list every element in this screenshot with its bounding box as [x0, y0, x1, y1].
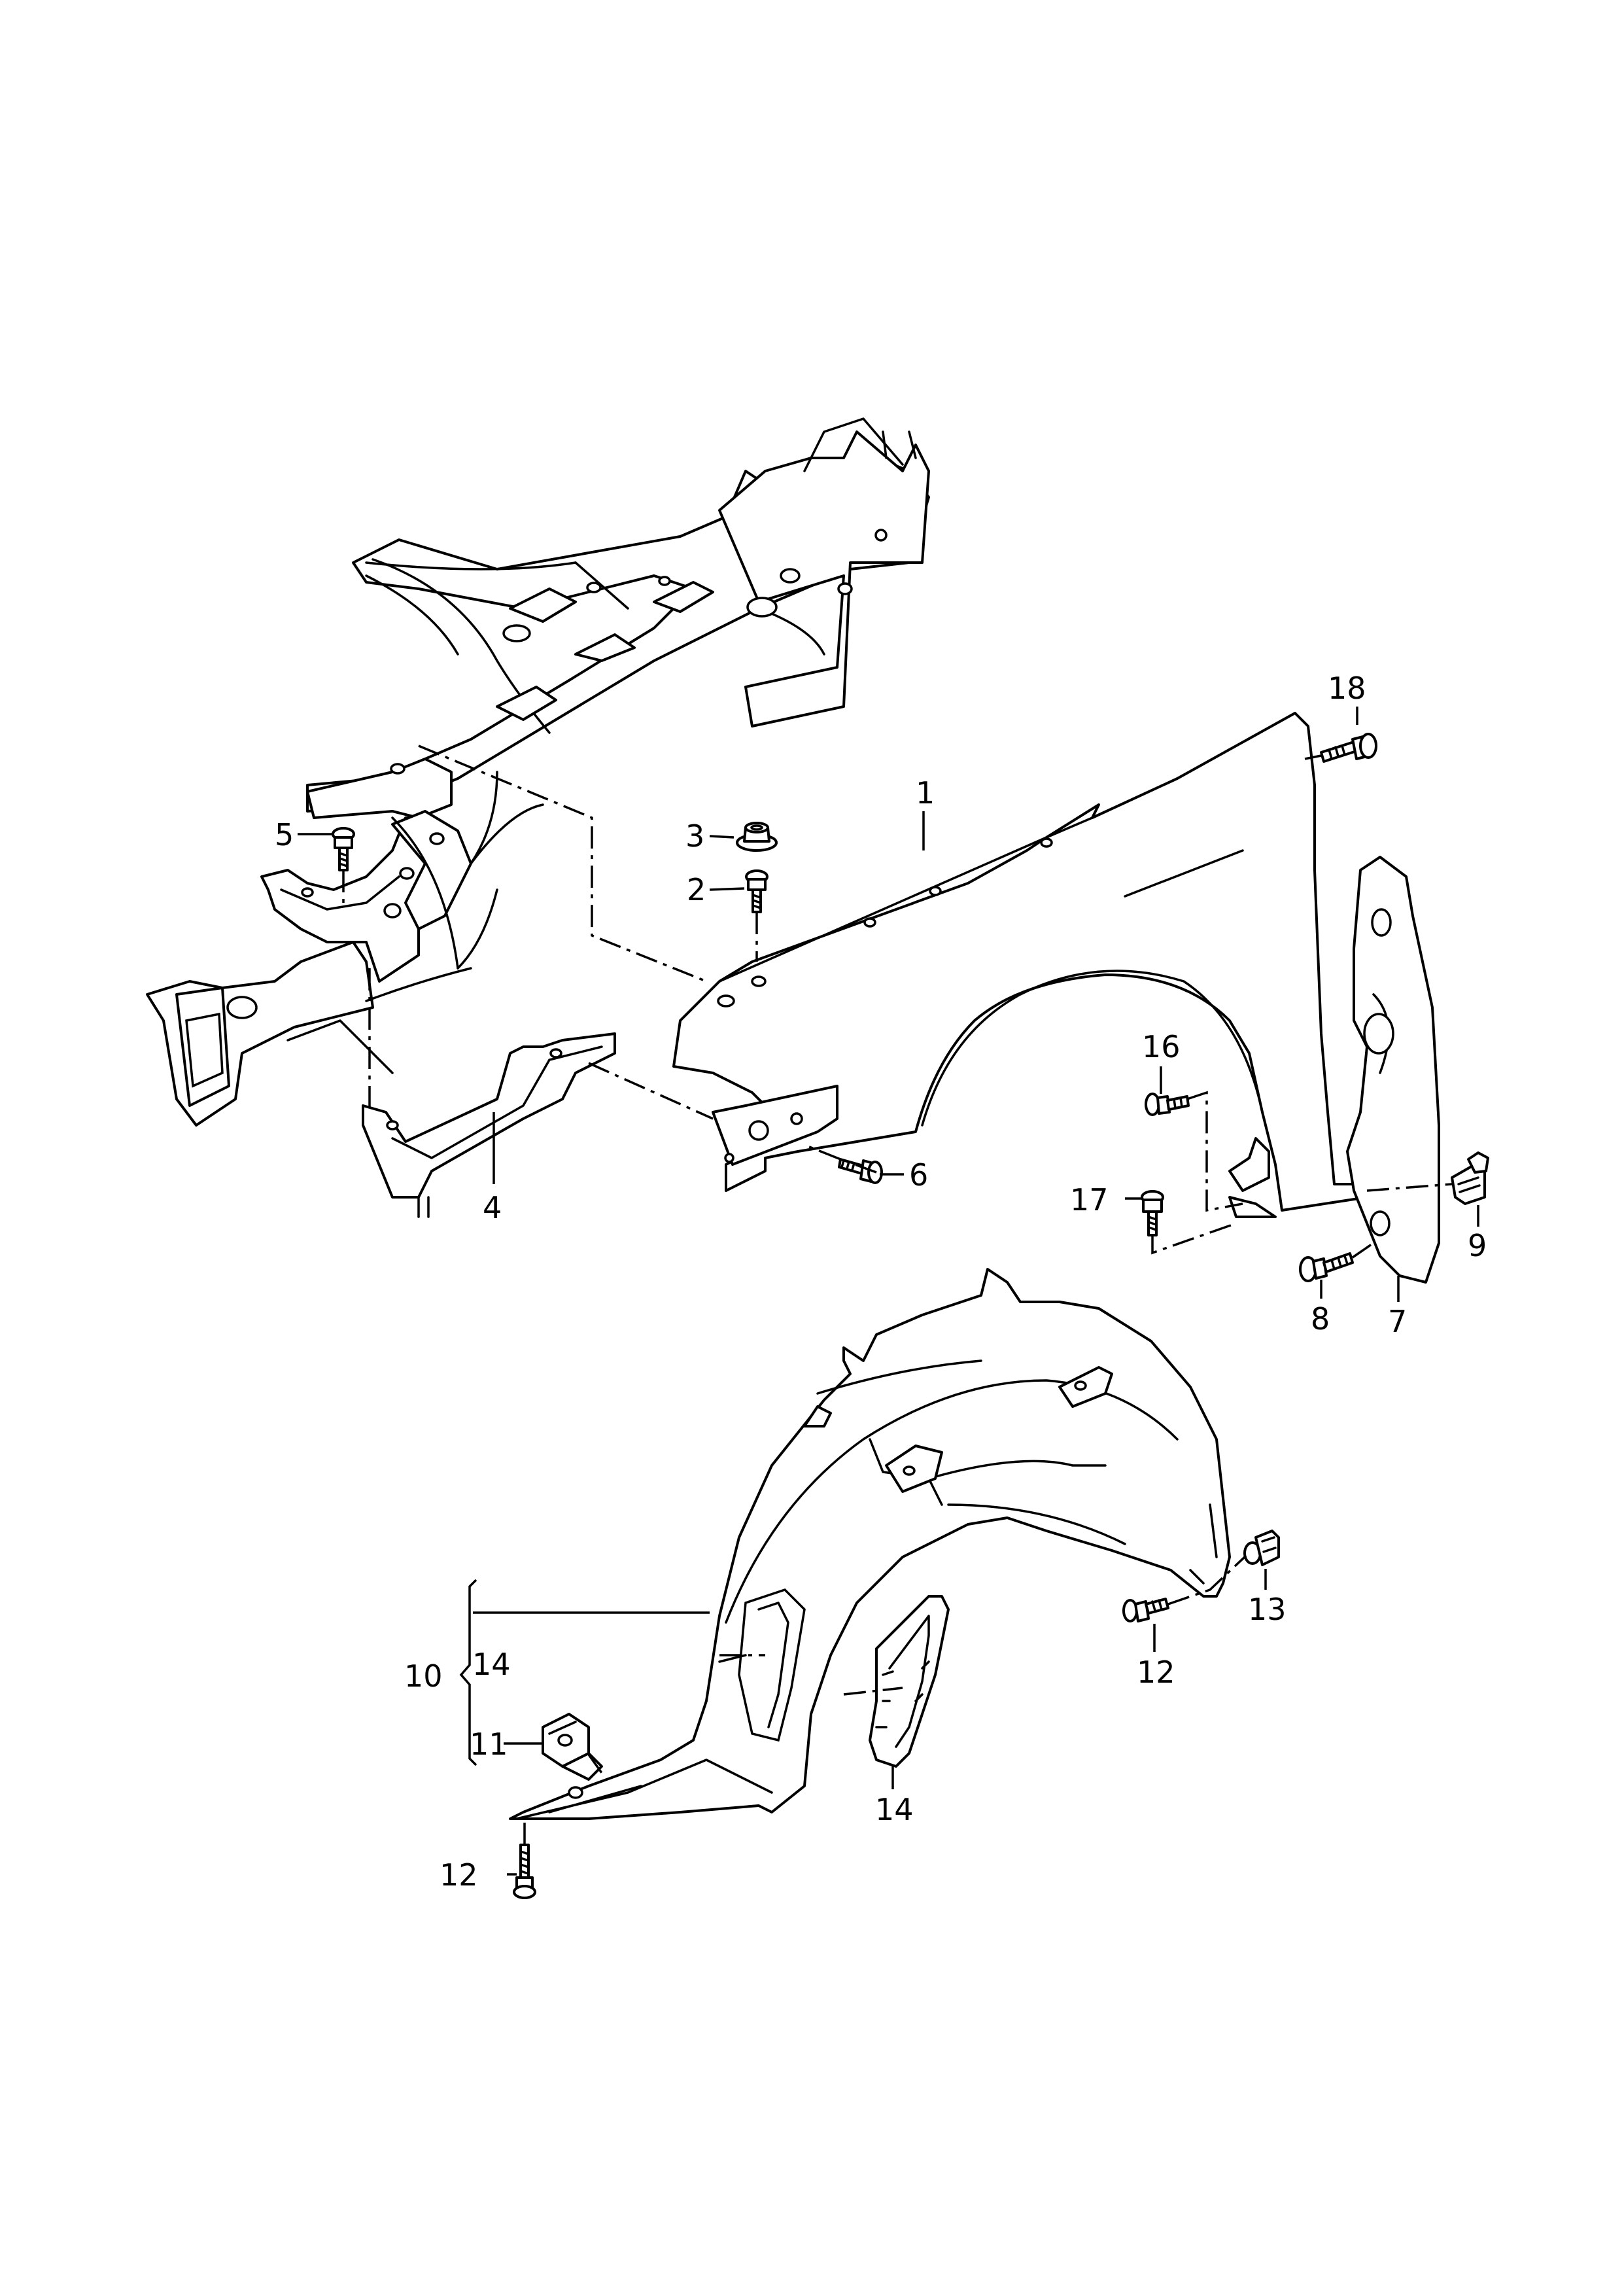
callout-2: 2 [687, 872, 706, 907]
part-9-clip [1451, 1151, 1489, 1205]
callout-14-bracket: 14 [472, 1647, 511, 1682]
part-13-clip [1243, 1530, 1280, 1566]
callout-8: 8 [1311, 1301, 1330, 1337]
part-4-bracket [362, 1032, 616, 1218]
callout-17: 17 [1070, 1182, 1109, 1218]
callout-12-left: 12 [440, 1857, 478, 1893]
part-5-bolt [332, 827, 355, 871]
part-14-cover [869, 1595, 950, 1768]
callout-3: 3 [685, 818, 704, 854]
callout-10: 10 [404, 1658, 443, 1694]
callout-12-right: 12 [1137, 1655, 1175, 1690]
part-10-wheel-liner [509, 1268, 1231, 1820]
callout-14-cover: 14 [875, 1792, 914, 1827]
callout-6: 6 [909, 1157, 928, 1193]
part-16-bolt [1145, 1093, 1190, 1116]
callout-7: 7 [1388, 1304, 1407, 1339]
part-12-bolt-right [1122, 1598, 1169, 1622]
part-11-speed-nut [542, 1713, 590, 1768]
callout-4: 4 [483, 1190, 502, 1225]
assembly-lines [342, 745, 1453, 1845]
callout-1: 1 [916, 775, 935, 811]
callout-16: 16 [1142, 1029, 1181, 1064]
part-17-screw [1141, 1190, 1164, 1236]
callout-9: 9 [1468, 1228, 1487, 1263]
part-3-grommet [736, 822, 778, 852]
callout-5: 5 [275, 817, 294, 852]
part-1-fender [672, 712, 1368, 1218]
part-18-bolt [1320, 733, 1377, 763]
callout-11: 11 [470, 1726, 508, 1762]
leader-lines [298, 707, 1479, 1876]
callout-13: 13 [1248, 1592, 1287, 1627]
body-structure [146, 417, 930, 1127]
part-12-bolt-left [513, 1844, 536, 1899]
callout-18: 18 [1328, 671, 1366, 706]
callout-labels: 1 2 3 4 5 6 7 8 9 10 11 12 12 13 14 14 1… [275, 671, 1487, 1893]
part-2-screw [745, 869, 769, 913]
part-7-trim [1346, 856, 1440, 1284]
part-8-bolt [1299, 1252, 1354, 1282]
